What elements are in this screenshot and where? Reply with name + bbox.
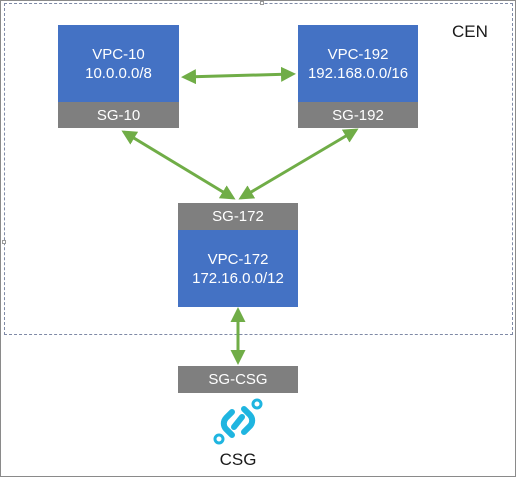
sg-csg-box[interactable]: SG-CSG (178, 366, 298, 393)
selection-handle-left[interactable] (2, 240, 6, 244)
sg-10-box[interactable]: SG-10 (58, 102, 179, 128)
vpc-172-name: VPC-172 (207, 250, 269, 268)
link-vpc10-vpc192 (181, 66, 296, 85)
vpc-192-name: VPC-192 (327, 45, 389, 63)
sg-10-label: SG-10 (96, 106, 141, 124)
vpc-172-cidr: 172.16.0.0/12 (192, 269, 284, 287)
sg-192-box[interactable]: SG-192 (298, 102, 418, 128)
sg-csg-label: SG-CSG (208, 371, 268, 388)
sg-172-box[interactable]: SG-172 (178, 203, 298, 230)
vpc-192-box[interactable]: VPC-192 192.168.0.0/16 (298, 25, 418, 102)
vpc-172-box[interactable]: VPC-172 172.16.0.0/12 (178, 230, 298, 307)
vpc-10-cidr: 10.0.0.0/8 (85, 64, 152, 82)
link-sg10-sg172 (121, 130, 236, 200)
link-sg192-sg172 (238, 128, 359, 200)
vpc-10-name: VPC-10 (92, 45, 145, 63)
vpc-10-box[interactable]: VPC-10 10.0.0.0/8 (58, 25, 179, 102)
cen-label: CEN (452, 22, 488, 41)
csg-label: CSG (219, 450, 257, 469)
sg-172-label: SG-172 (212, 208, 264, 225)
sg-192-label: SG-192 (332, 106, 384, 124)
csg-link-icon (213, 398, 263, 445)
cen-region (4, 3, 513, 335)
selection-handle-top[interactable] (260, 1, 264, 5)
vpc-192-cidr: 192.168.0.0/16 (307, 64, 409, 82)
